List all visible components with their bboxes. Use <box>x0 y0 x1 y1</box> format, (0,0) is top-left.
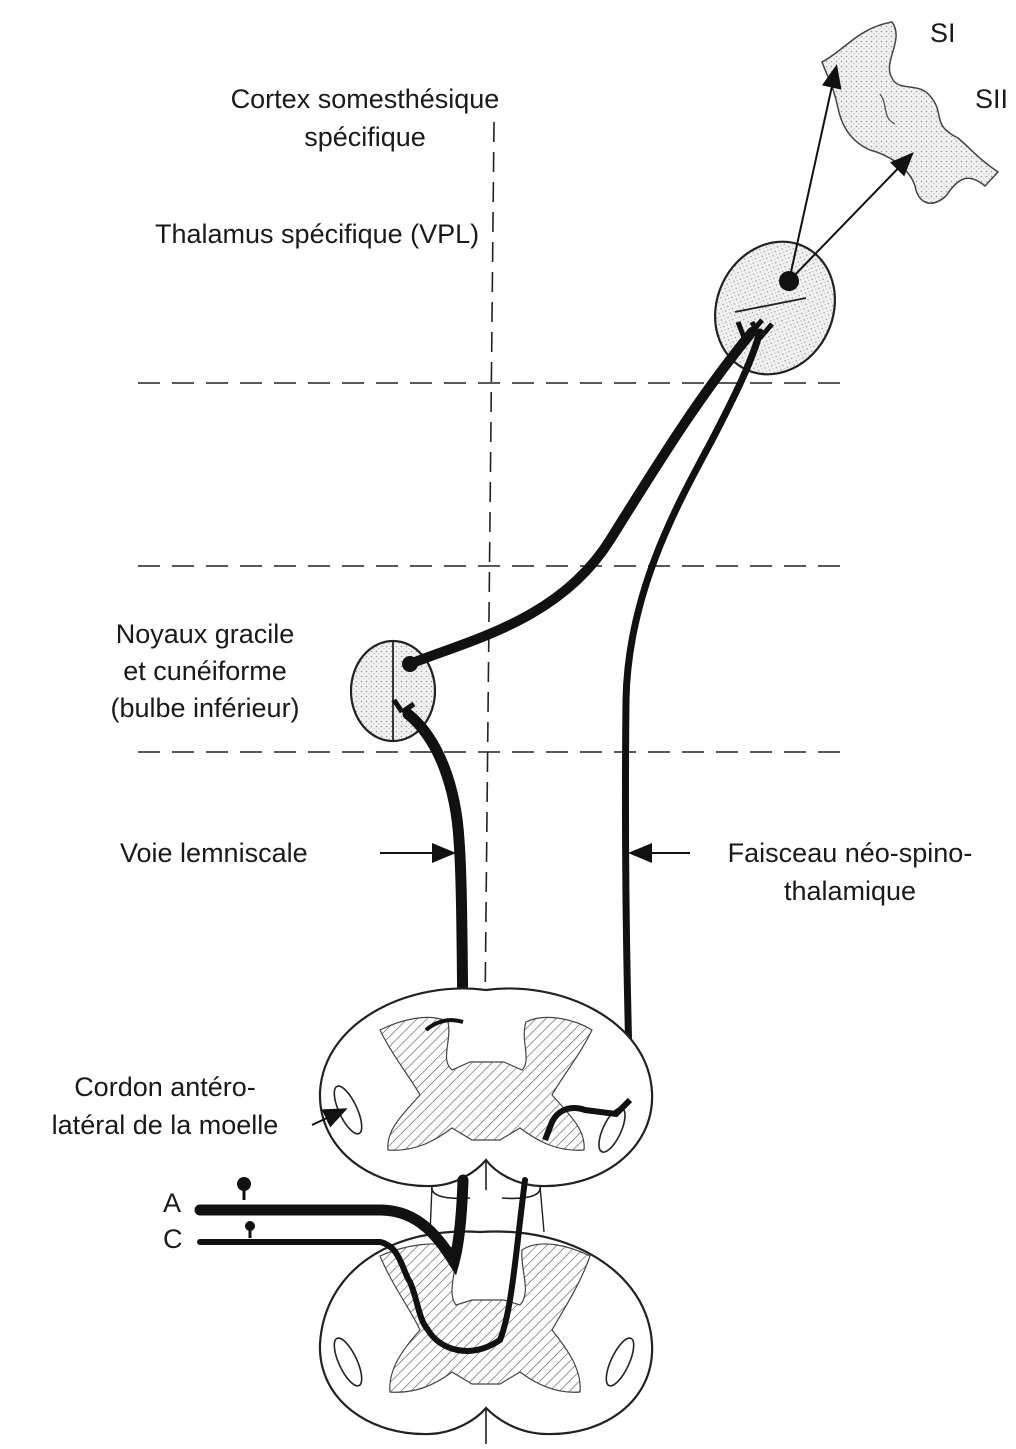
lemniscal-lower-fiber <box>408 714 463 1022</box>
label-noyaux-2: et cunéiforme <box>60 654 350 688</box>
label-voie-lemniscale: Voie lemniscale <box>120 836 308 870</box>
label-cortex-2: spécifique <box>180 120 550 154</box>
lemniscal-upper-fiber <box>410 332 752 664</box>
label-thalamus: Thalamus spécifique (VPL) <box>155 217 479 251</box>
label-cordon-1: Cordon antéro- <box>30 1070 300 1104</box>
projection-sii <box>789 155 911 281</box>
cortex-outline <box>822 22 998 203</box>
spinal-cord-upper <box>320 988 652 1198</box>
midline <box>484 122 494 1110</box>
neo-spinothalamic-fiber <box>625 332 760 1100</box>
spinal-cord-lower <box>320 1231 652 1444</box>
label-faisceau-2: thalamique <box>690 874 1010 908</box>
label-noyaux-1: Noyaux gracile <box>60 617 350 651</box>
label-cordon-2: latéral de la moelle <box>30 1108 300 1142</box>
label-sii: SII <box>975 82 1008 116</box>
label-si: SI <box>930 16 956 50</box>
label-noyaux-3: (bulbe inférieur) <box>60 691 350 725</box>
label-fiber-c: C <box>163 1222 183 1256</box>
label-faisceau-1: Faisceau néo-spino- <box>690 836 1010 870</box>
label-cortex-1: Cortex somesthésique <box>180 82 550 116</box>
projection-si <box>789 68 836 281</box>
label-fiber-a: A <box>163 1186 181 1220</box>
